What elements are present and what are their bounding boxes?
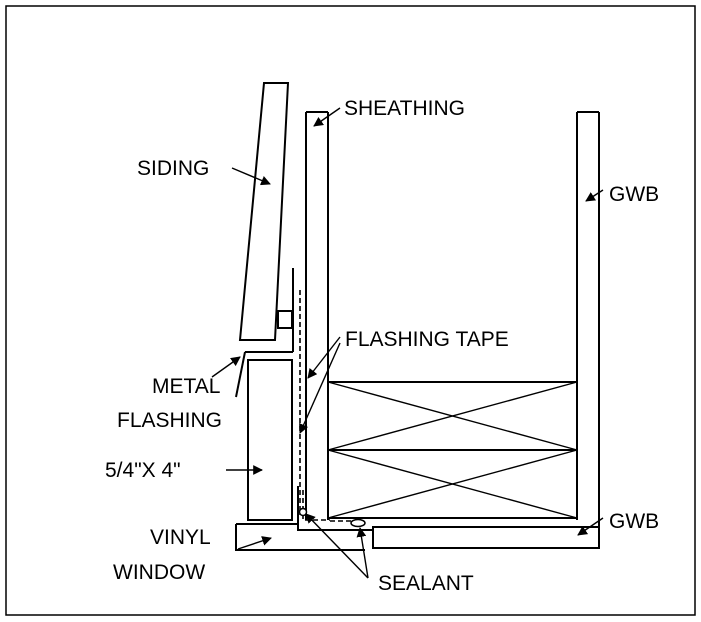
label-sheathing: SHEATHING [344,97,465,120]
label-gwb-top: GWB [609,183,659,206]
metal-flashing-leader [211,356,241,378]
gwb-top-leader [585,189,604,202]
label-gwb-bottom: GWB [609,510,659,533]
gwb-sill-board [372,526,600,549]
sheathing-leader [313,107,341,127]
label-sealant: SEALANT [378,572,474,595]
label-trim-size: 5/4"X 4" [105,459,181,482]
siding-board [238,82,290,341]
gwb-bottom-leader [577,517,604,536]
sheathing-panel [305,111,329,520]
framing-blocks [327,381,578,519]
label-siding: SIDING [137,157,209,180]
label-metal-flashing-1: METAL [152,375,220,398]
trim-board [247,359,293,521]
label-flashing-tape: FLASHING TAPE [345,328,509,351]
label-vinyl-window-1: VINYL [150,526,211,549]
sealant-leader-1 [305,513,369,579]
drawing-border [5,5,696,616]
label-metal-flashing-2: FLASHING [117,409,222,432]
flashing-tape-leader-1 [307,336,341,379]
vinyl-window-frame [235,486,373,551]
siding-shim [277,310,293,329]
sealant-bead-left [298,507,308,517]
label-vinyl-window-2: WINDOW [113,561,205,584]
gwb-wall-board [576,111,600,548]
metal-flashing [235,268,294,398]
sealant-bead-right [350,518,366,528]
sealant-leader-2 [356,527,369,579]
vinyl-window-leader [237,536,272,550]
siding-leader [231,167,271,186]
flashing-tape [299,290,360,522]
flashing-tape-leader-2 [299,342,341,434]
